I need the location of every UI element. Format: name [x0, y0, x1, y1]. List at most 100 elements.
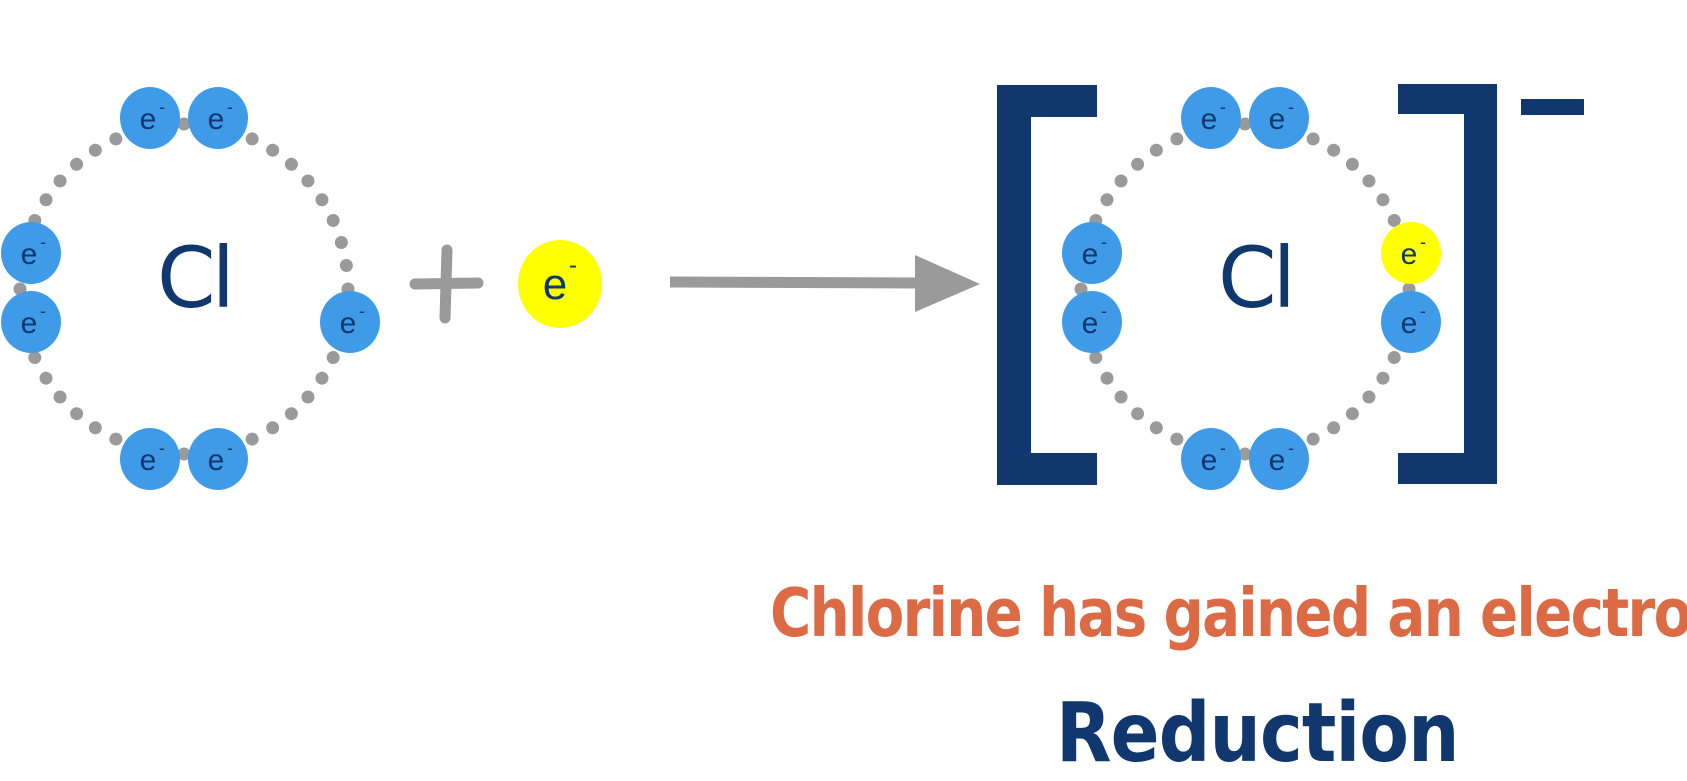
shell-dot [53, 174, 67, 188]
shell-dot [1089, 351, 1103, 365]
electron-charge: - [159, 97, 165, 117]
shell-dot [245, 132, 259, 146]
shell-dot [301, 390, 315, 404]
shell-dot [245, 432, 259, 446]
electron: e- [1249, 428, 1309, 490]
electron-group: e-e-e-e-e-e-e-e- [1062, 87, 1441, 490]
shell-dot [1238, 117, 1252, 131]
shell-dot [1362, 174, 1376, 188]
shell-dot [326, 351, 340, 365]
shell-dot [1376, 193, 1390, 207]
shell-dot [1387, 213, 1401, 227]
electron-charge: - [1220, 97, 1226, 117]
electron-charge: - [1288, 97, 1294, 117]
shell-dot [315, 371, 329, 385]
shell-dot [1100, 193, 1114, 207]
shell-dot [266, 421, 280, 435]
electron: e- [1, 291, 61, 353]
electron-label: e [21, 238, 38, 271]
electron: e- [1181, 87, 1241, 149]
electron-label: e [1401, 307, 1418, 340]
electron: e- [1181, 428, 1241, 490]
reaction-arrow [669, 255, 980, 312]
electron-label: e [1082, 238, 1099, 271]
electron: e- [120, 87, 180, 149]
shell-dot [1114, 390, 1128, 404]
electron-label: e [1201, 444, 1218, 477]
shell-dot [301, 174, 315, 188]
shell-dot [1114, 174, 1128, 188]
electron-charge: - [1420, 232, 1426, 252]
shell-dot [1306, 132, 1320, 146]
shell-dot [326, 213, 340, 227]
electron-charge: - [1220, 438, 1226, 458]
left-bracket [997, 85, 1097, 485]
electron-charge: - [40, 232, 46, 252]
electron-charge: - [569, 252, 577, 279]
element-symbol: Cl [157, 229, 235, 327]
shell-dot [1387, 351, 1401, 365]
shell-dot [1306, 432, 1320, 446]
electron-group: e-e-e-e-e-e-e- [1, 87, 380, 490]
electron-charge: - [159, 438, 165, 458]
electron: e- [1381, 291, 1441, 353]
element-symbol: Cl [1218, 229, 1296, 327]
electron-charge: - [40, 301, 46, 321]
electron-charge: - [359, 301, 365, 321]
shell-dot [1131, 407, 1145, 421]
electron: e- [188, 428, 248, 490]
shell-dot [1100, 371, 1114, 385]
electron-label: e [340, 307, 357, 340]
shell-dot [284, 157, 298, 171]
shell-dot [70, 157, 84, 171]
shell-dot [1327, 421, 1341, 435]
shell-dot [53, 390, 67, 404]
electron-charge: - [1288, 438, 1294, 458]
ion-charge-minus [1521, 99, 1584, 115]
shell-dot [1376, 371, 1390, 385]
electron-charge: - [1101, 301, 1107, 321]
electron-label: e [21, 307, 38, 340]
shell-dot [70, 407, 84, 421]
shell-dot [1362, 390, 1376, 404]
shell-dot [177, 117, 191, 131]
shell-dot [1345, 157, 1359, 171]
shell-dot [315, 193, 329, 207]
shell-dot [39, 371, 53, 385]
plus-sign [409, 244, 484, 324]
electron: e- [1062, 222, 1122, 284]
electron-label: e [1082, 307, 1099, 340]
right-bracket [1398, 84, 1497, 484]
electron-label: e [208, 103, 225, 136]
electron: e- [1249, 87, 1309, 149]
shell-dot [177, 447, 191, 461]
electron-label: e [543, 260, 567, 309]
shell-dot [334, 236, 348, 250]
shell-dot [1170, 432, 1184, 446]
shell-dot [266, 143, 280, 157]
shell-dot [1149, 421, 1163, 435]
shell-dot [39, 193, 53, 207]
electron-label: e [1269, 103, 1286, 136]
shell-dot [284, 407, 298, 421]
free-electron: e - [518, 240, 602, 328]
electron-label: e [1269, 444, 1286, 477]
shell-dot [109, 132, 123, 146]
electron-label: e [1201, 103, 1218, 136]
shell-dot [28, 351, 42, 365]
product-chloride-ion: Cl e-e-e-e-e-e-e-e- [1062, 87, 1441, 490]
electron-charge: - [1420, 301, 1426, 321]
shell-dot [339, 259, 353, 273]
ion-brackets [997, 84, 1584, 485]
shell-dot [1149, 143, 1163, 157]
electron: e- [188, 87, 248, 149]
reactant-chlorine-atom: Cl e-e-e-e-e-e-e- [1, 87, 380, 490]
electron-charge: - [227, 438, 233, 458]
shell-dot [88, 143, 102, 157]
shell-dot [1238, 447, 1252, 461]
shell-dot [1327, 143, 1341, 157]
electron-charge: - [1101, 232, 1107, 252]
electron: e- [120, 428, 180, 490]
electron-label: e [140, 103, 157, 136]
